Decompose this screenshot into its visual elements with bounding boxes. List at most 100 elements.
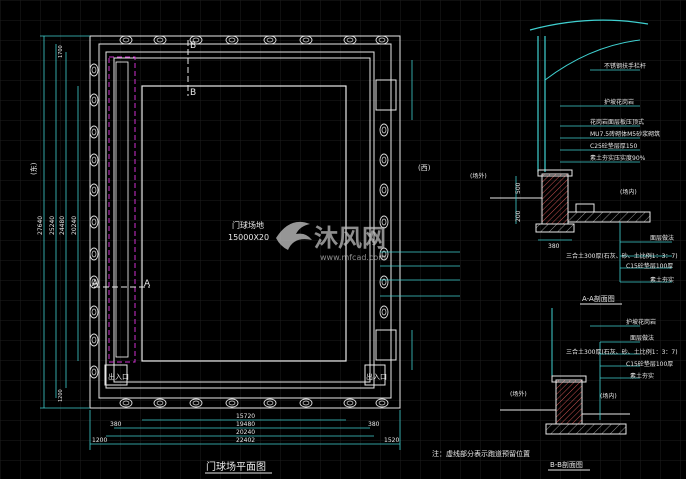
section-mark-b-mid: B bbox=[190, 88, 196, 98]
tree-symbol bbox=[89, 275, 99, 289]
section-a-right-3: C15砼垫层100厚 bbox=[626, 262, 673, 270]
section-b-callout-2: 面层做法 bbox=[630, 334, 654, 342]
tree-symbol bbox=[299, 35, 313, 45]
plan-view bbox=[40, 35, 460, 474]
tree-symbol bbox=[153, 398, 167, 408]
tree-symbol bbox=[379, 183, 389, 197]
section-a-right-4: 素土夯实 bbox=[650, 276, 674, 284]
track-reserve-outline bbox=[108, 56, 136, 363]
section-a-callout-4: MU7.5砖砌体M5砂浆砌筑 bbox=[590, 130, 660, 138]
dim-left-4: 20240 bbox=[71, 216, 78, 235]
section-a-inner: (场内) bbox=[620, 188, 637, 196]
bottom-dimensions bbox=[89, 410, 401, 450]
section-a-dim-3: 200 bbox=[515, 210, 522, 222]
section-b-callout-4: C15砼垫层100厚 bbox=[626, 360, 673, 368]
tree-symbol bbox=[375, 35, 389, 45]
tree-symbol bbox=[379, 215, 389, 229]
section-a-callout-6: 素土夯实压实度90% bbox=[590, 154, 646, 162]
section-b-outer: (场外) bbox=[510, 390, 527, 398]
tree-symbol bbox=[89, 365, 99, 379]
section-b-callout-1: 护坡花岗岩 bbox=[626, 318, 656, 326]
tree-symbol bbox=[299, 398, 313, 408]
section-a-wall bbox=[541, 173, 569, 225]
dim-left-3: 24480 bbox=[59, 216, 66, 235]
tree-symbol bbox=[89, 247, 99, 261]
field-label: 门球场地 bbox=[232, 220, 264, 230]
side-right-label: (西) bbox=[418, 164, 431, 172]
perimeter-trees bbox=[89, 35, 389, 408]
tree-symbol bbox=[89, 93, 99, 107]
section-mark-b-top: B bbox=[190, 41, 196, 51]
plan-title: 门球场平面图 bbox=[206, 460, 266, 473]
tree-symbol bbox=[89, 153, 99, 167]
section-b-wall bbox=[555, 379, 583, 425]
dim-bottom-4: 22402 bbox=[236, 437, 255, 444]
dim-bottom-small-3: 380 bbox=[110, 421, 122, 428]
plan-note: 注：虚线部分表示跑道预留位置 bbox=[432, 449, 530, 458]
field-size-label: 15000X20 bbox=[228, 233, 269, 242]
section-b-leaders bbox=[590, 325, 640, 420]
watermark-url: www.mfcad.com bbox=[320, 253, 386, 262]
tree-symbol bbox=[89, 125, 99, 139]
section-a-leaders bbox=[560, 69, 672, 283]
section-a-outer: (场外) bbox=[470, 172, 487, 180]
section-b-callout-3: 三合土300厚(石灰、砂、土比例1：3：7) bbox=[566, 348, 678, 356]
tree-symbol bbox=[89, 63, 99, 77]
entrance-right-top bbox=[375, 79, 397, 111]
tree-symbol bbox=[225, 35, 239, 45]
watermark-logo-icon bbox=[276, 221, 312, 250]
tree-symbol bbox=[379, 305, 389, 319]
entrance-right-bottom bbox=[375, 329, 397, 361]
dim-bottom-3: 20240 bbox=[236, 429, 255, 436]
tree-symbol bbox=[379, 153, 389, 167]
watermark-brand: 沐风网 bbox=[314, 224, 386, 252]
tree-symbol bbox=[119, 398, 133, 408]
tree-symbol bbox=[379, 275, 389, 289]
section-a-right-1: 面层做法 bbox=[650, 234, 674, 242]
side-left-label: (东) bbox=[29, 162, 38, 175]
section-b-title: B-B剖面图 bbox=[550, 460, 583, 469]
dim-left-1: 27640 bbox=[37, 216, 44, 235]
section-b-callout-5: 素土夯实 bbox=[630, 372, 654, 380]
playing-field bbox=[141, 85, 347, 362]
tree-symbol bbox=[379, 123, 389, 137]
dim-bottom-1: 15720 bbox=[236, 413, 255, 420]
section-a-callout-3: 花岗岩面层板压顶式 bbox=[590, 118, 644, 126]
tree-symbol bbox=[343, 398, 357, 408]
dim-left-small-2: 1200 bbox=[58, 389, 64, 402]
tree-symbol bbox=[89, 215, 99, 229]
tree-symbol bbox=[189, 398, 203, 408]
section-mark-a-right: A bbox=[144, 279, 151, 289]
plan-path-outer bbox=[105, 51, 375, 389]
dim-left-small-1: 1700 bbox=[58, 45, 64, 58]
tree-symbol bbox=[119, 35, 133, 45]
tree-symbol bbox=[89, 333, 99, 347]
plan-fence bbox=[98, 43, 392, 399]
dim-bottom-small-2: 1520 bbox=[384, 437, 399, 444]
tree-symbol bbox=[263, 398, 277, 408]
watermark: 沐风网 www.mfcad.com bbox=[276, 221, 386, 262]
tree-symbol bbox=[189, 35, 203, 45]
section-a-right-2: 三合土300厚(石灰、砂、土比例1：3：7) bbox=[566, 252, 678, 260]
section-a-view bbox=[490, 19, 672, 305]
tree-symbol bbox=[89, 183, 99, 197]
section-b-inner: (场内) bbox=[600, 392, 617, 400]
gate-right-label: 出入口 bbox=[366, 372, 387, 381]
dim-bottom-small-1: 1200 bbox=[92, 437, 107, 444]
tree-symbol bbox=[375, 398, 389, 408]
dim-left-2: 25240 bbox=[49, 216, 56, 235]
section-b-view bbox=[500, 308, 640, 471]
tree-symbol bbox=[89, 305, 99, 319]
section-a-dim-2: 500 bbox=[515, 182, 522, 194]
track-reserve-inner bbox=[115, 61, 129, 358]
gate-left-label: 出入口 bbox=[108, 372, 129, 381]
dim-bottom-2: 19480 bbox=[236, 421, 255, 428]
gate-left bbox=[104, 364, 128, 386]
section-a-callout-2: 护坡花岗岩 bbox=[604, 98, 634, 106]
plan-leaders bbox=[380, 251, 460, 297]
section-mark-a-left: A bbox=[92, 279, 99, 289]
left-dimensions bbox=[40, 35, 90, 409]
section-a-callout-5: C25砼垫层厚150 bbox=[590, 142, 637, 150]
tree-symbol bbox=[343, 35, 357, 45]
